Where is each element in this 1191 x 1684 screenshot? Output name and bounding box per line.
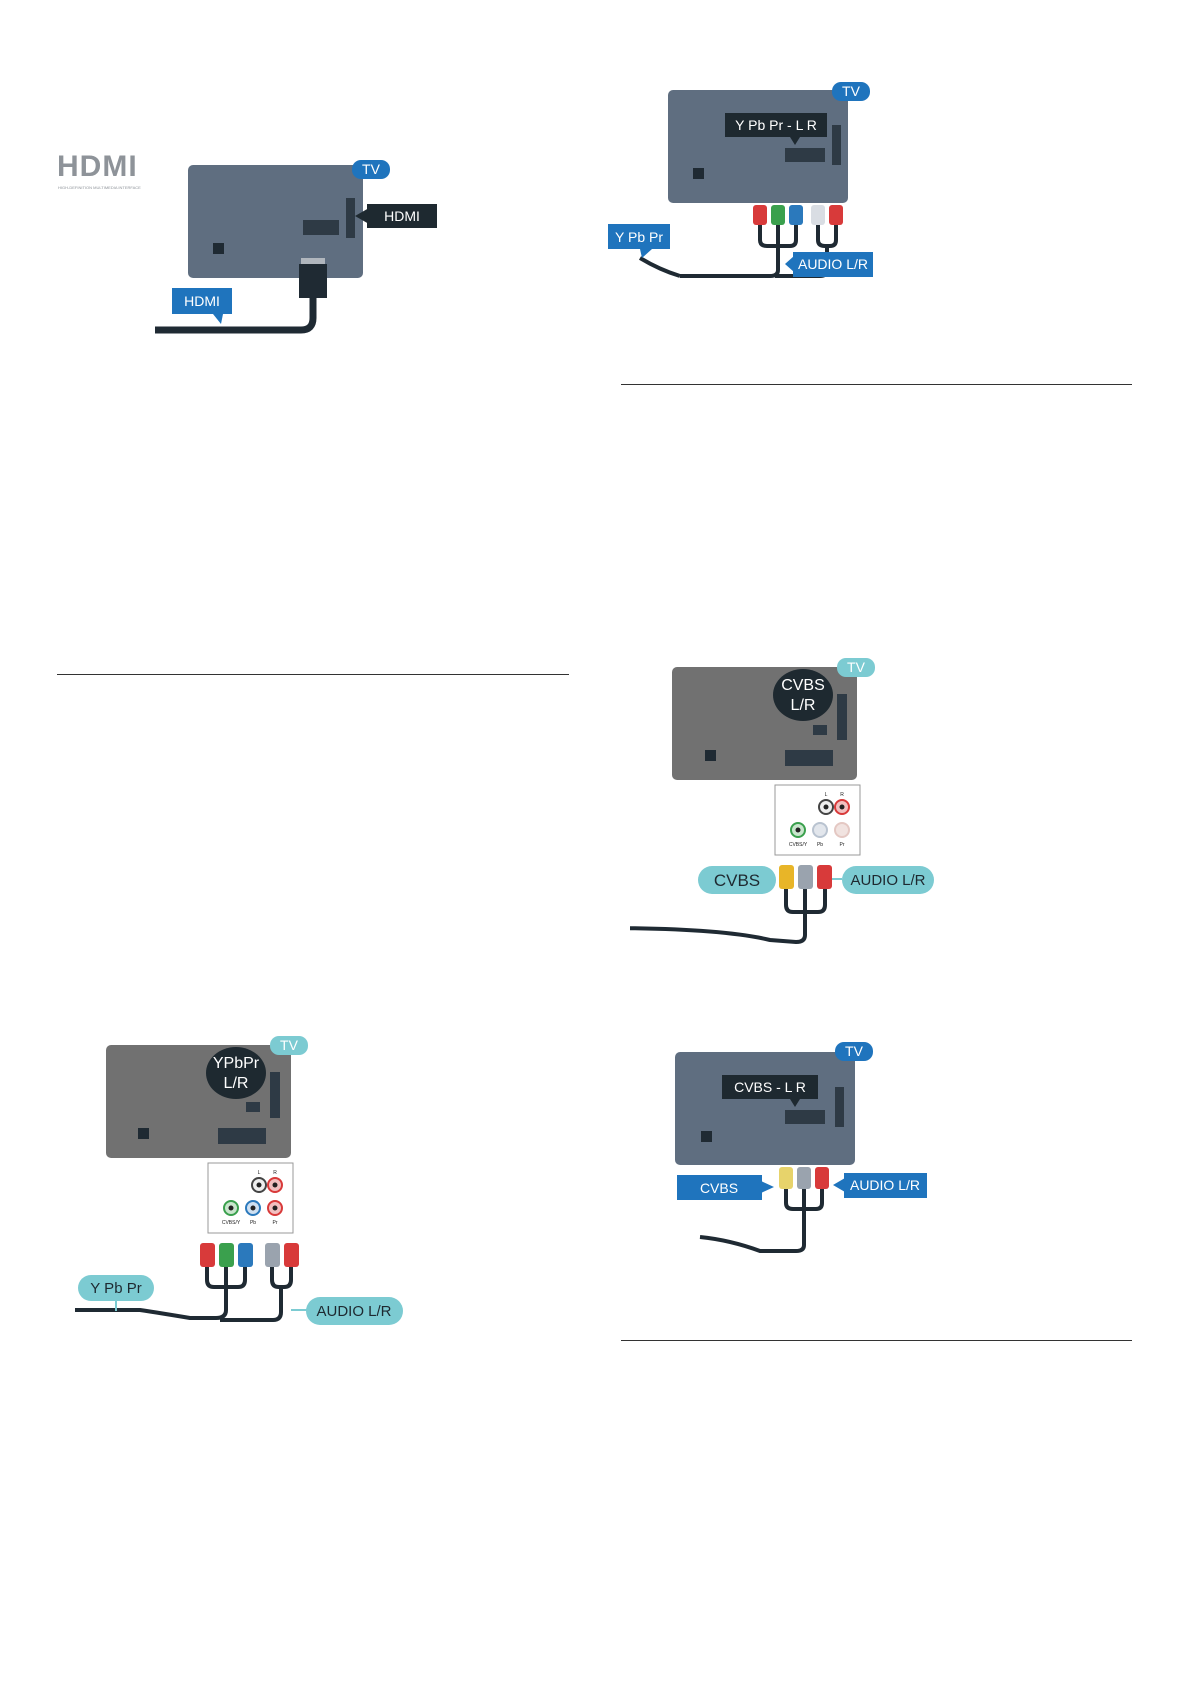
side-port — [837, 694, 847, 740]
svg-text:R: R — [273, 1170, 277, 1176]
svg-text:TV: TV — [362, 161, 381, 177]
svg-text:HDMI: HDMI — [384, 208, 420, 224]
tv-badge: TV — [270, 1036, 308, 1055]
svg-text:R: R — [840, 792, 844, 798]
cvbs-cable-label: CVBS — [698, 866, 776, 894]
svg-text:Y Pb Pr: Y Pb Pr — [615, 229, 663, 245]
component-port — [246, 1102, 260, 1112]
svg-text:TV: TV — [280, 1037, 299, 1053]
svg-text:CVBS - L R: CVBS - L R — [734, 1079, 806, 1095]
svg-text:AUDIO L/R: AUDIO L/R — [316, 1303, 391, 1320]
tv-badge: TV — [832, 82, 870, 101]
bottom-port — [785, 750, 833, 766]
rca-plugs — [753, 205, 843, 225]
svg-text:CVBS: CVBS — [714, 871, 760, 890]
section-divider — [621, 384, 1132, 385]
svg-text:YPbPr: YPbPr — [213, 1055, 260, 1072]
hdmi-connection-figure: HDMI HIGH-DEFINITION MULTIMEDIA INTERFAC… — [57, 150, 437, 334]
hdmi-logo: HDMI HIGH-DEFINITION MULTIMEDIA INTERFAC… — [57, 150, 141, 190]
svg-text:HDMI: HDMI — [184, 293, 220, 309]
rca-plugs — [779, 1167, 829, 1189]
svg-text:Pr: Pr — [273, 1220, 278, 1226]
svg-text:TV: TV — [847, 659, 866, 675]
side-port — [835, 1087, 844, 1127]
svg-text:CVBS: CVBS — [700, 1180, 738, 1196]
tv-panel — [668, 90, 848, 203]
bottom-port — [218, 1128, 266, 1144]
svg-text:L: L — [825, 792, 828, 798]
hdmi-logo-subtext: HIGH-DEFINITION MULTIMEDIA INTERFACE — [58, 185, 141, 190]
svg-text:L/R: L/R — [224, 1075, 249, 1092]
jack-panel: L R CVBS/Y Pb Pr — [774, 784, 861, 856]
hdmi-connector — [299, 264, 327, 298]
ypbpr-port-label: YPbPr L/R — [206, 1047, 266, 1099]
rca-plugs — [200, 1243, 299, 1267]
cvbs-connection-figure: TV CVBS L/R L R CVBS/Y Pb Pr CVBS AUDIO … — [630, 658, 934, 945]
hdmi-cable-label: HDMI — [172, 288, 232, 324]
svg-text:CVBS/Y: CVBS/Y — [222, 1220, 241, 1226]
component-port — [785, 148, 825, 162]
cvbs-cable-label: CVBS — [677, 1175, 774, 1200]
svg-text:L: L — [258, 1170, 261, 1176]
side-port — [832, 125, 841, 165]
svg-text:Y Pb Pr - L R: Y Pb Pr - L R — [735, 117, 817, 133]
tv-panel — [675, 1052, 855, 1165]
tv-indicator — [138, 1128, 149, 1139]
hdmi-connector-tip — [301, 258, 325, 264]
section-divider — [621, 1340, 1132, 1341]
tv-panel — [188, 165, 363, 278]
svg-text:L/R: L/R — [791, 697, 816, 714]
svg-text:AUDIO L/R: AUDIO L/R — [798, 256, 868, 272]
ypbpr-lr-connection-figure: TV Y Pb Pr - L R Y Pb Pr AUDIO L/R — [608, 82, 873, 278]
svg-text:CVBS: CVBS — [781, 677, 825, 694]
svg-text:TV: TV — [845, 1043, 864, 1059]
ypbpr-connection-figure: TV YPbPr L/R L R CVBS/Y Pb Pr Y Pb Pr — [75, 1036, 403, 1325]
cables — [699, 1189, 824, 1253]
tv-badge: TV — [352, 160, 390, 179]
cables — [630, 889, 827, 945]
cvbs-port-label: CVBS L/R — [773, 669, 833, 721]
ypbpr-cable-label: Y Pb Pr — [608, 224, 670, 258]
svg-text:Pb: Pb — [817, 842, 823, 848]
tv-indicator — [705, 750, 716, 761]
hdmi-port — [303, 220, 339, 235]
hdmi-cable — [155, 298, 317, 334]
cables — [75, 1267, 293, 1322]
ypbpr-cable-label: Y Pb Pr — [78, 1275, 154, 1311]
svg-text:CVBS/Y: CVBS/Y — [789, 842, 808, 848]
audio-cable-label: AUDIO L/R — [833, 1173, 927, 1198]
tv-indicator — [701, 1131, 712, 1142]
side-port — [270, 1072, 280, 1118]
component-port-label: Y Pb Pr - L R — [725, 113, 827, 145]
tv-indicator — [213, 243, 224, 254]
hdmi-logo-text: HDMI — [57, 150, 138, 183]
svg-text:AUDIO L/R: AUDIO L/R — [850, 872, 925, 889]
side-port — [346, 198, 355, 238]
svg-text:AUDIO L/R: AUDIO L/R — [850, 1177, 920, 1193]
cable-tail — [638, 256, 681, 278]
composite-port-label: CVBS - L R — [722, 1075, 818, 1107]
svg-text:Y Pb Pr: Y Pb Pr — [90, 1280, 141, 1297]
section-divider — [57, 674, 569, 675]
rca-plugs — [779, 865, 832, 889]
tv-badge: TV — [837, 658, 875, 677]
composite-port — [785, 1110, 825, 1124]
audio-cable-label: AUDIO L/R — [291, 1297, 403, 1325]
tv-indicator — [693, 168, 704, 179]
audio-cable-label: AUDIO L/R — [832, 866, 934, 894]
jack-panel: L R CVBS/Y Pb Pr — [207, 1162, 294, 1234]
svg-text:Pr: Pr — [840, 842, 845, 848]
cvbs-port — [813, 725, 827, 735]
hdmi-port-label: HDMI — [355, 204, 437, 228]
cvbs-lr-connection-figure: TV CVBS - L R CVBS AUDIO L/R — [675, 1042, 927, 1253]
svg-text:TV: TV — [842, 83, 861, 99]
tv-badge: TV — [835, 1042, 873, 1061]
svg-text:Pb: Pb — [250, 1220, 256, 1226]
audio-cable-label: AUDIO L/R — [785, 252, 873, 277]
